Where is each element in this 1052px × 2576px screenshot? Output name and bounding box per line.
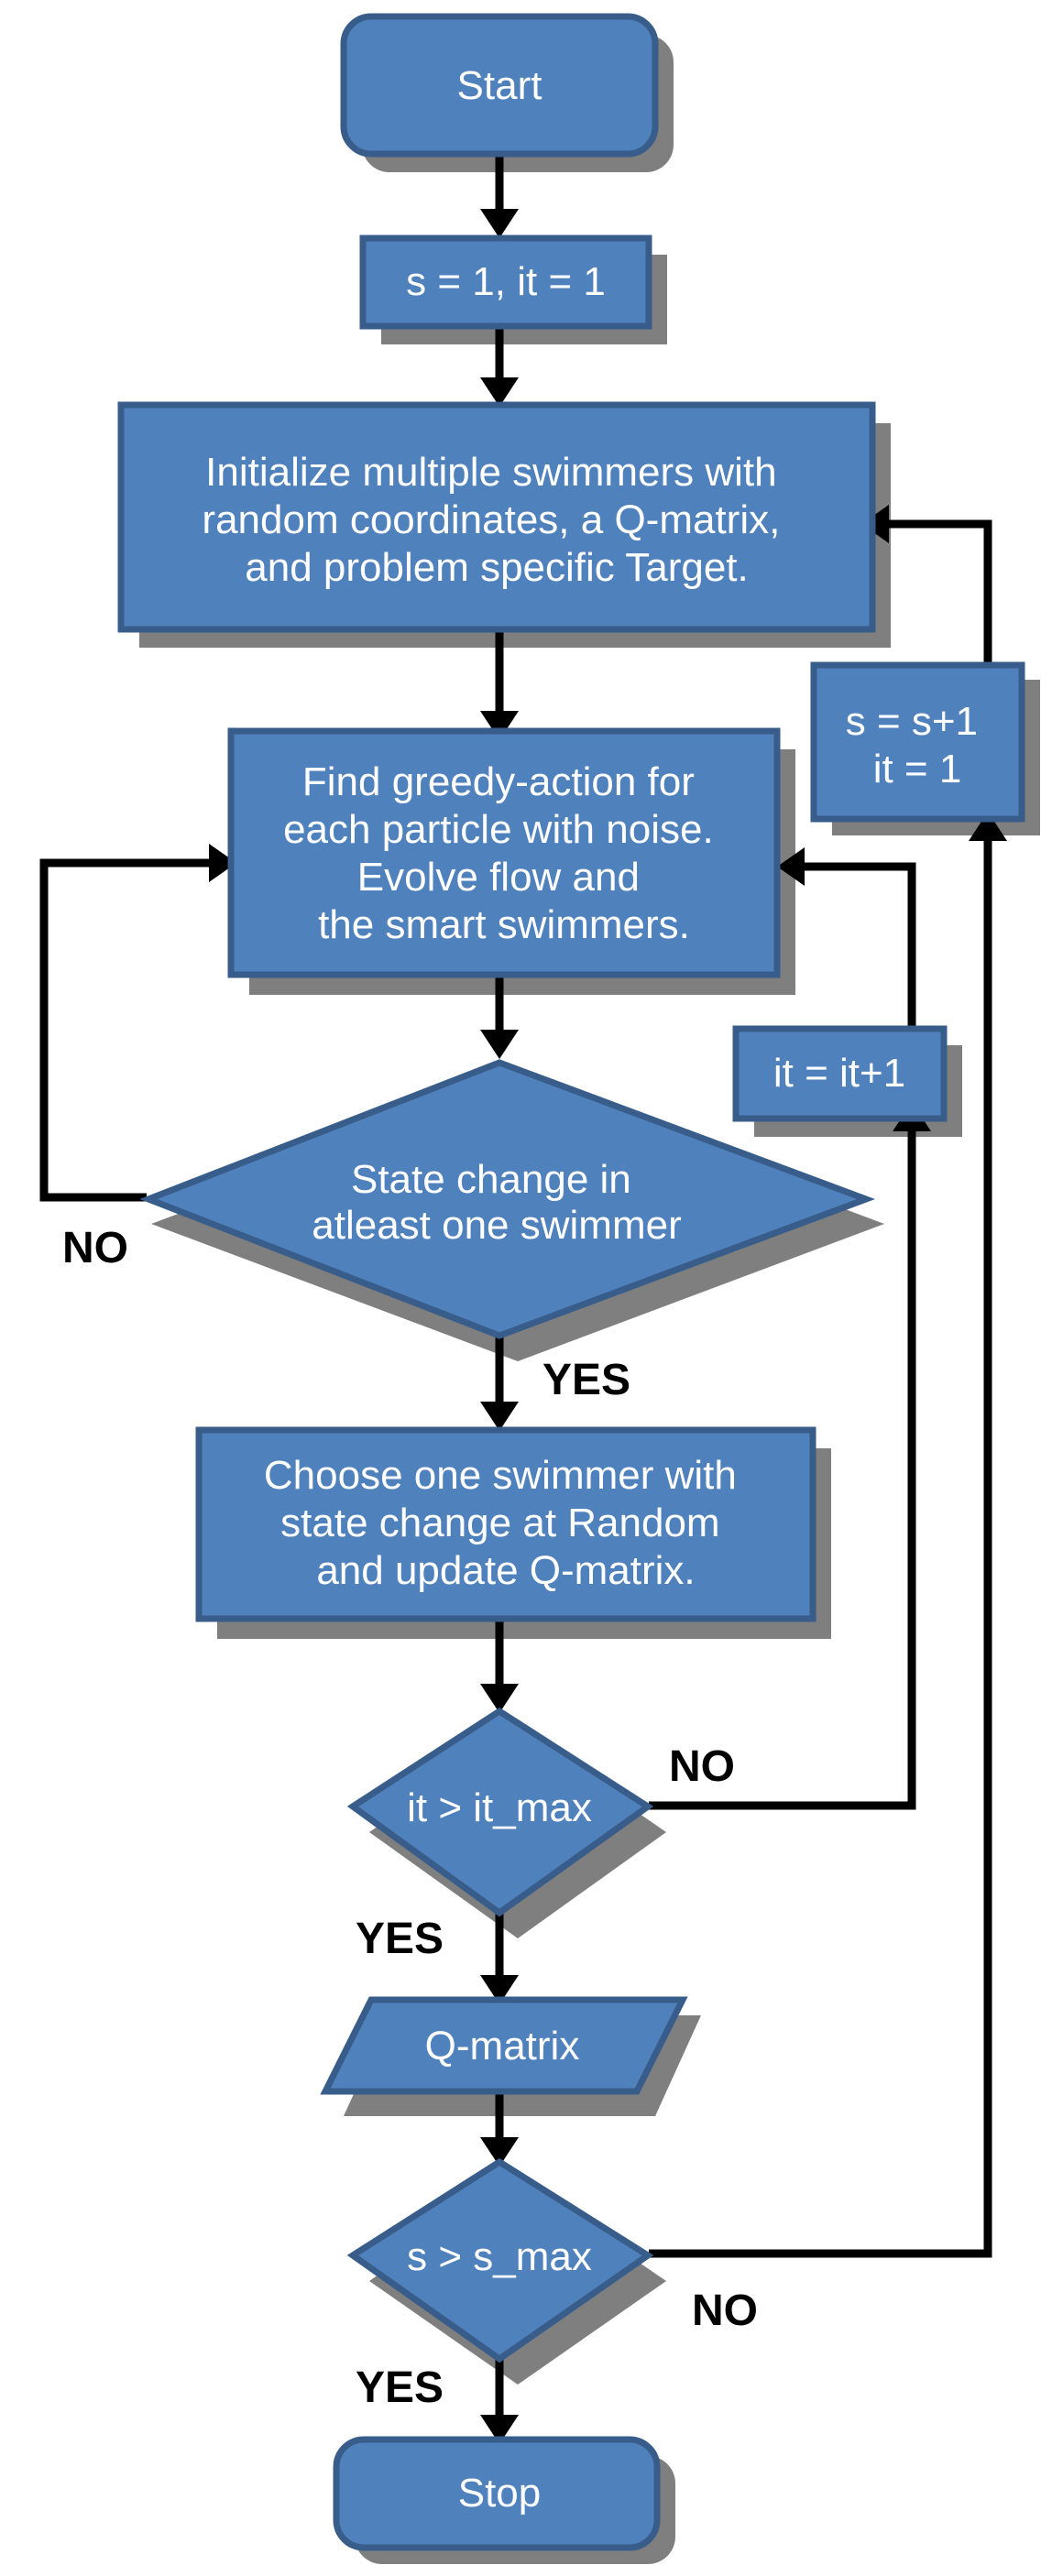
state-change-text-line-1: State change in (351, 1157, 631, 1202)
arrowhead (480, 1975, 519, 2004)
arrowhead (209, 844, 236, 882)
greedy-text-line-3: Evolve flow and (357, 855, 640, 900)
it-increment-text: it = it+1 (773, 1051, 905, 1096)
arrowhead (480, 2137, 519, 2167)
stop-node-text: Stop (458, 2471, 542, 2516)
svg-text:it = it+1: it = it+1 (773, 1051, 905, 1096)
it-check-text: it > it_max (407, 1785, 592, 1830)
svg-text:it > it_max: it > it_max (407, 1785, 592, 1830)
arrowheads (209, 209, 1007, 2444)
svg-text:Find greedy-action for e: Find greedy-action for each particle wit… (283, 759, 725, 947)
arrowhead (777, 847, 805, 886)
initialize-text-line-1: Initialize multiple swimmers with (205, 450, 776, 495)
edge-s-no-loop (649, 841, 992, 2258)
choose-text-line-2: state change at Random (280, 1501, 719, 1545)
svg-text:Start: Start (457, 63, 542, 108)
arrowhead (480, 1402, 519, 1431)
svg-text:Initialize multiple swimmers w: Initialize multiple swimmers with random… (202, 450, 791, 590)
it-increment-node: it = it+1 (732, 1025, 948, 1122)
it-check-decision: it > it_max (346, 1707, 654, 1917)
edge-s-inc-to-initialize (889, 519, 992, 667)
svg-text:s = s+1 it = 1: s = s+1 it = 1 (846, 699, 990, 791)
q-matrix-text: Q-matrix (425, 2024, 580, 2068)
start-node: Start (340, 13, 659, 158)
greedy-action-node: Find greedy-action for each particle wit… (227, 727, 781, 978)
s-increment-text-line-2: it = 1 (873, 747, 962, 791)
init-counters-node: s = 1, it = 1 (359, 235, 652, 330)
it-no-label: NO (669, 1742, 735, 1791)
edge-it-inc-to-greedy (805, 862, 916, 1031)
edges (39, 147, 992, 2415)
choose-text-line-1: Choose one swimmer with (264, 1453, 737, 1498)
state-yes-label: YES (542, 1356, 630, 1404)
s-yes-label: YES (356, 2363, 444, 2412)
arrowhead (480, 711, 519, 740)
s-no-label: NO (692, 2287, 758, 2335)
start-node-text: Start (457, 63, 542, 108)
svg-text:Q-matrix: Q-matrix (425, 2024, 580, 2068)
svg-text:s > s_max: s > s_max (407, 2234, 592, 2279)
s-increment-node: s = s+1 it = 1 (810, 661, 1025, 823)
initialize-node: Initialize multiple swimmers with random… (117, 401, 876, 633)
greedy-text-line-1: Find greedy-action for (302, 759, 695, 804)
svg-text:Stop: Stop (458, 2471, 542, 2516)
svg-text:State change in atleast: State change in atleast one swimmer (312, 1157, 681, 1248)
state-change-text-line-2: atleast one swimmer (312, 1203, 681, 1248)
edge-it-no-loop (649, 1131, 916, 1810)
arrowhead (969, 812, 1007, 841)
edge-state-no-loop (39, 858, 209, 1202)
arrowhead (480, 209, 519, 238)
s-check-decision: s > s_max (346, 2157, 654, 2363)
s-increment-text-line-1: s = s+1 (846, 699, 978, 744)
svg-text:Choose one swimmer with: Choose one swimmer with state change at … (264, 1453, 748, 1593)
arrowhead (480, 377, 519, 407)
choose-swimmer-node: Choose one swimmer with state change at … (195, 1426, 816, 1622)
choose-text-line-3: and update Q-matrix. (316, 1548, 695, 1593)
state-no-label: NO (62, 1224, 128, 1272)
arrowhead (480, 2415, 519, 2444)
initialize-text-line-3: and problem specific Target. (245, 545, 748, 590)
stop-node: Stop (333, 2436, 661, 2551)
it-yes-label: YES (356, 1915, 444, 1963)
greedy-text-line-2: each particle with noise. (283, 807, 714, 852)
s-check-text: s > s_max (407, 2234, 592, 2279)
arrowhead (480, 1684, 519, 1713)
q-matrix-node: Q-matrix (320, 1996, 688, 2095)
state-change-decision: State change in atleast one swimmer (139, 1059, 876, 1339)
edge-labels: NO YES NO YES NO YES (62, 1224, 758, 2412)
init-counters-text: s = 1, it = 1 (406, 259, 606, 304)
svg-text:s = 1, it = 1: s = 1, it = 1 (406, 259, 606, 304)
greedy-text-line-4: the smart swimmers. (318, 902, 690, 947)
initialize-text-line-2: random coordinates, a Q-matrix, (202, 497, 780, 542)
arrowhead (480, 1030, 519, 1059)
